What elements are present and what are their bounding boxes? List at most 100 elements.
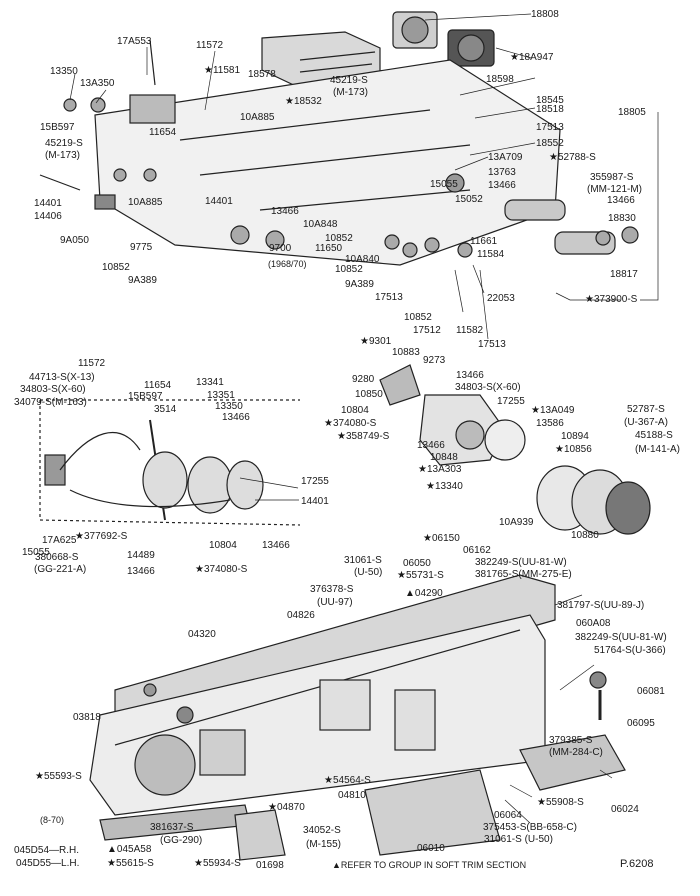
part-callout: 06010 — [417, 843, 445, 854]
part-callout: 18830 — [608, 213, 636, 224]
part-callout: (UU-97) — [317, 597, 353, 608]
part-callout: ★13340 — [426, 481, 463, 492]
part-callout: 06162 — [463, 545, 491, 556]
part-callout: 381765-S(MM-275-E) — [475, 569, 572, 580]
part-callout: 380668-S — [35, 552, 79, 563]
part-callout: 13A350 — [80, 78, 115, 89]
cluster-wiring-view — [39, 399, 301, 526]
part-callout: ★9301 — [360, 336, 392, 347]
part-callout: 9700 — [269, 243, 292, 254]
part-callout: 17A625 — [42, 535, 77, 546]
part-callout: ★52788-S — [549, 152, 596, 163]
part-callout: ★18532 — [285, 96, 322, 107]
instrument-panel — [89, 574, 626, 861]
part-callout: 11582 — [456, 325, 484, 336]
part-callout: 9A389 — [128, 275, 157, 286]
part-callout: 11650 — [315, 243, 343, 254]
part-callout: ★374080-S — [324, 418, 377, 429]
part-callout: ★18A947 — [510, 52, 554, 63]
part-callout: 15B597 — [40, 122, 75, 133]
part-callout: 51764-S(U-366) — [594, 645, 666, 656]
part-callout: 10880 — [571, 530, 599, 541]
part-callout: 9A050 — [60, 235, 89, 246]
part-callout: ★13A049 — [531, 405, 575, 416]
part-callout: 17513 — [536, 122, 564, 133]
part-callout: ★55731-S — [397, 570, 444, 581]
part-callout: 13350 — [50, 66, 78, 77]
part-callout: 34079-S(M-163) — [14, 397, 87, 408]
part-callout: 13466 — [607, 195, 635, 206]
part-callout: 31061-S (U-50) — [484, 834, 553, 845]
part-callout: 13466 — [456, 370, 484, 381]
part-callout: 10894 — [561, 431, 589, 442]
part-callout: 17512 — [413, 325, 441, 336]
part-callout: 13351 — [207, 390, 235, 401]
part-callout: 06064 — [494, 810, 522, 821]
part-callout: 10804 — [209, 540, 237, 551]
part-callout: 13466 — [417, 440, 445, 451]
radio-assembly — [261, 11, 495, 89]
part-callout: 17A553 — [117, 36, 152, 47]
part-callout: 381637-S — [150, 822, 194, 833]
part-callout: ★13A303 — [418, 464, 462, 475]
part-callout: 10848 — [430, 452, 458, 463]
upper-dash-panel — [39, 39, 639, 266]
part-callout: 13A709 — [488, 152, 523, 163]
part-callout: ★55615-S — [107, 858, 154, 869]
part-callout: 10852 — [404, 312, 432, 323]
part-callout: 18808 — [531, 9, 559, 20]
part-callout: 01698 — [256, 860, 284, 871]
page-number: P.6208 — [620, 858, 654, 870]
part-callout: 17513 — [375, 292, 403, 303]
part-callout: 44713-S(X-13) — [29, 372, 95, 383]
part-callout: 45219-S — [45, 138, 83, 149]
part-callout: 45188-S — [635, 430, 673, 441]
part-callout: 13466 — [271, 206, 299, 217]
part-callout: 34803-S(X-60) — [20, 384, 86, 395]
part-callout: (GG-290) — [160, 835, 203, 846]
part-callout: ★06150 — [423, 533, 460, 544]
part-callout: 04810 — [338, 790, 366, 801]
part-callout: 10A840 — [345, 254, 380, 265]
part-callout: ▲04290 — [405, 588, 443, 599]
part-callout: ★04870 — [268, 802, 305, 813]
part-callout: 060A08 — [576, 618, 611, 629]
part-callout: 17255 — [301, 476, 329, 487]
part-callout: 10A885 — [128, 197, 163, 208]
part-callout: 9775 — [130, 242, 153, 253]
part-callout: ★55908-S — [537, 797, 584, 808]
year-note: (1968/70) — [268, 259, 307, 269]
part-callout: 10A885 — [240, 112, 275, 123]
part-callout: ★54564-S — [324, 775, 371, 786]
part-callout: 11572 — [196, 40, 224, 51]
part-callout: 15052 — [455, 194, 483, 205]
part-callout: ▲045A58 — [107, 844, 152, 855]
part-callout: 06081 — [637, 686, 665, 697]
part-callout: 11572 — [78, 358, 106, 369]
part-callout: 15055 — [22, 547, 50, 558]
part-callout: (M-141-A) — [635, 444, 681, 455]
part-callout: 9280 — [352, 374, 375, 385]
part-callout: ★11581 — [204, 65, 241, 76]
part-callout: 06024 — [611, 804, 639, 815]
part-callout: (MM-284-C) — [549, 747, 603, 758]
part-callout: ★374080-S — [195, 564, 248, 575]
part-callout: 18598 — [486, 74, 514, 85]
part-callout: 14406 — [34, 211, 62, 222]
part-callout: 15B597 — [128, 391, 163, 402]
part-callout: 045D55—L.H. — [16, 858, 80, 869]
part-callout: ★55934-S — [194, 858, 241, 869]
part-callout: 11654 — [144, 380, 172, 391]
part-callout: 04826 — [287, 610, 315, 621]
part-callout: 13341 — [196, 377, 224, 388]
part-callout: 381797-S(UU-89-J) — [557, 600, 645, 611]
part-callout: 18545 — [536, 95, 564, 106]
part-callout: (M-155) — [306, 839, 342, 850]
part-callout: 45219-S — [330, 75, 368, 86]
part-callout: 10852 — [102, 262, 130, 273]
part-callout: 14489 — [127, 550, 155, 561]
part-callout: 10A848 — [303, 219, 338, 230]
part-callout: 379385-S — [549, 735, 593, 746]
part-callout: 045D54—R.H. — [14, 845, 80, 856]
